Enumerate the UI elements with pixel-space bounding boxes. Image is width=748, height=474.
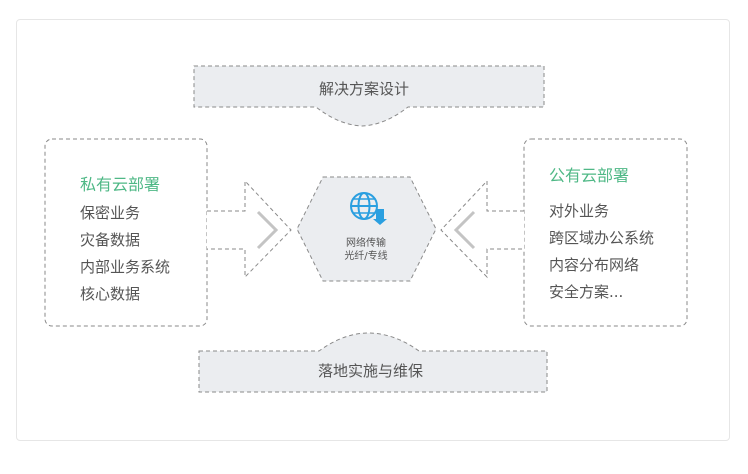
bottom-banner-shape <box>198 332 548 393</box>
public-cloud-item: 内容分布网络 <box>549 256 640 274</box>
public-cloud-title: 公有云部署 <box>549 166 630 185</box>
right-arrow-shape <box>440 179 524 279</box>
center-label-line2: 光纤/专线 <box>344 251 388 262</box>
top-banner-label: 解决方案设计 <box>319 80 410 98</box>
center-label-line1: 网络传输 <box>346 238 386 249</box>
globe-download-icon <box>350 192 378 220</box>
center-hexagon <box>296 176 437 282</box>
download-arrow-icon <box>373 209 387 225</box>
private-cloud-item: 灾备数据 <box>80 231 141 249</box>
right-chevron-icon <box>453 210 476 250</box>
bottom-banner-label: 落地实施与维保 <box>318 362 424 380</box>
private-cloud-item: 内部业务系统 <box>80 258 171 276</box>
public-cloud-item: 对外业务 <box>549 202 610 220</box>
public-cloud-item: 安全方案... <box>549 283 624 301</box>
top-banner-shape <box>193 65 545 127</box>
left-chevron-icon <box>256 210 279 250</box>
public-cloud-item: 跨区域办公系统 <box>549 229 655 247</box>
private-cloud-title: 私有云部署 <box>80 175 161 194</box>
private-cloud-item: 核心数据 <box>80 285 141 303</box>
private-cloud-item: 保密业务 <box>80 204 141 222</box>
left-arrow-shape <box>207 179 292 279</box>
